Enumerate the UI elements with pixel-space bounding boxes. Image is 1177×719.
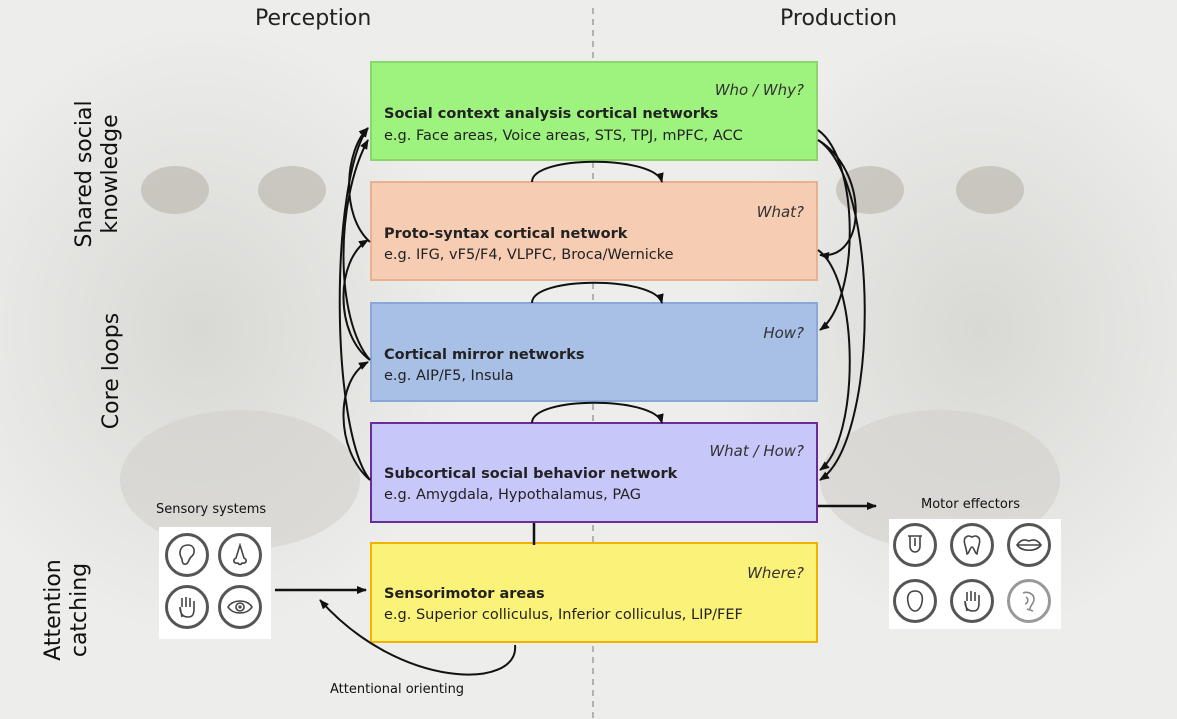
attentional-orienting-label: Attentional orienting xyxy=(330,682,465,697)
left-feedback-arrow xyxy=(342,361,371,481)
box-question: What? xyxy=(756,203,804,221)
larynx-icon xyxy=(1007,579,1051,623)
hand-icon xyxy=(165,585,209,629)
box-title: Subcortical social behavior network xyxy=(384,466,678,482)
tongue-icon xyxy=(893,523,937,567)
box-examples: e.g. AIP/F5, Insula xyxy=(384,368,514,384)
perception-heading: Perception xyxy=(255,6,372,31)
proto-syntax-box: What? Proto-syntax cortical network e.g.… xyxy=(370,181,818,281)
sensory-systems-label: Sensory systems xyxy=(156,502,267,517)
left-feedback-arrow xyxy=(342,239,371,361)
subcortical-box: What / How? Subcortical social behavior … xyxy=(370,422,818,523)
box-title: Proto-syntax cortical network xyxy=(384,226,628,242)
box-examples: e.g. Superior colliculus, Inferior colli… xyxy=(384,607,743,623)
hand-icon xyxy=(950,579,994,623)
box-title: Sensorimotor areas xyxy=(384,586,545,602)
loop-arrow xyxy=(531,281,664,304)
right-forward-arrow xyxy=(817,129,851,331)
left-feedback-arrow xyxy=(338,127,371,481)
loop-arrow xyxy=(531,160,664,183)
box-examples: e.g. Face areas, Voice areas, STS, TPJ, … xyxy=(384,128,743,144)
cortical-mirror-box: How? Cortical mirror networks e.g. AIP/F… xyxy=(370,302,818,402)
attentional-orienting-arrow xyxy=(319,599,517,676)
motor-effectors-label: Motor effectors xyxy=(921,497,1020,512)
box-question: Who / Why? xyxy=(714,81,804,99)
nose-icon xyxy=(218,533,262,577)
loop-arrow xyxy=(531,401,664,424)
box-question: How? xyxy=(763,324,804,342)
sensorimotor-box: Where? Sensorimotor areas e.g. Superior … xyxy=(370,542,818,643)
social-context-box: Who / Why? Social context analysis corti… xyxy=(370,61,818,161)
right-forward-arrow xyxy=(817,139,866,481)
eye-icon xyxy=(218,585,262,629)
right-forward-arrow xyxy=(817,249,851,471)
box-title: Social context analysis cortical network… xyxy=(384,106,719,122)
ear-icon xyxy=(165,533,209,577)
box-question: What / How? xyxy=(709,442,804,460)
box-question: Where? xyxy=(747,564,804,582)
box-title: Cortical mirror networks xyxy=(384,347,585,363)
box-examples: e.g. Amygdala, Hypothalamus, PAG xyxy=(384,487,642,503)
head-icon xyxy=(893,579,937,623)
right-forward-arrow xyxy=(817,139,857,260)
tooth-icon xyxy=(950,523,994,567)
production-heading: Production xyxy=(780,6,898,31)
box-examples: e.g. IFG, vF5/F4, VLPFC, Broca/Wernicke xyxy=(384,247,674,263)
lips-icon xyxy=(1007,523,1051,567)
left-feedback-arrow xyxy=(342,139,371,361)
